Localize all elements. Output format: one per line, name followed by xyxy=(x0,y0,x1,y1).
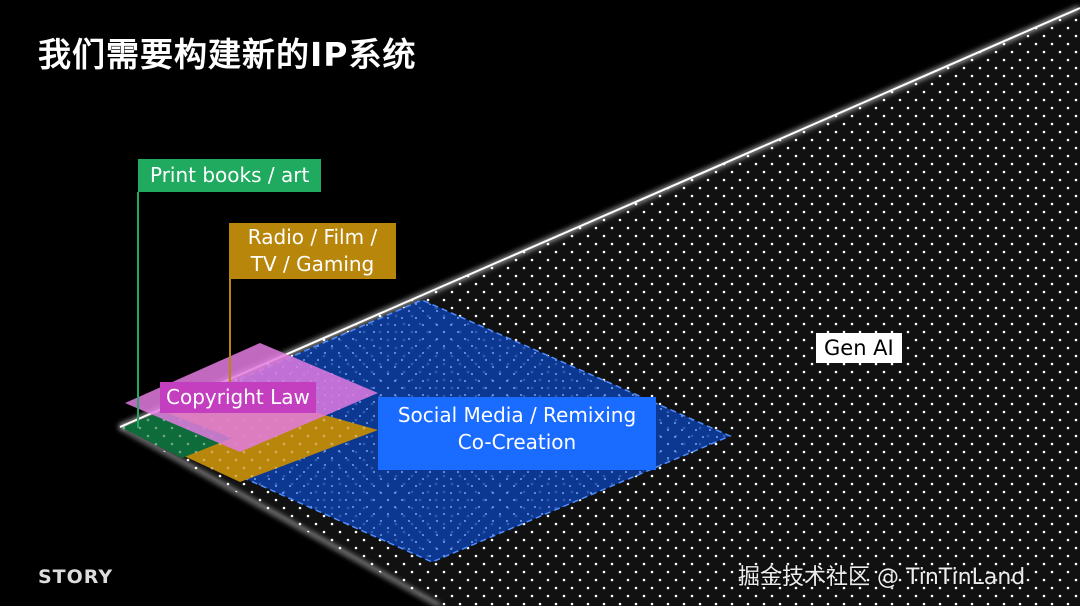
watermark-text: 掘金技术社区 @ TinTinLand xyxy=(738,565,1026,590)
copyright-law-label: Copyright Law xyxy=(160,382,316,413)
social-media-label-line1: Social Media / Remixing xyxy=(397,403,637,427)
radio-film-label: Radio / Film / TV / Gaming xyxy=(229,223,396,279)
print-layer-dots xyxy=(122,411,232,458)
genai-layer-dots xyxy=(120,8,1080,606)
slide-title: 我们需要构建新的IP系统 xyxy=(38,35,417,74)
gen-ai-label: Gen AI xyxy=(816,333,902,363)
story-logo: STORY xyxy=(38,566,114,588)
print-books-label: Print books / art xyxy=(138,159,322,192)
social-media-label-line2: Co-Creation xyxy=(457,430,577,454)
genai-bottom-edge xyxy=(119,425,441,606)
social-media-label: Social Media / Remixing Co-Creation xyxy=(378,397,656,470)
radio-film-label-line1: Radio / Film / xyxy=(247,225,378,249)
social-layer-outline xyxy=(128,299,732,563)
radio-film-label-line2: TV / Gaming xyxy=(250,252,375,276)
